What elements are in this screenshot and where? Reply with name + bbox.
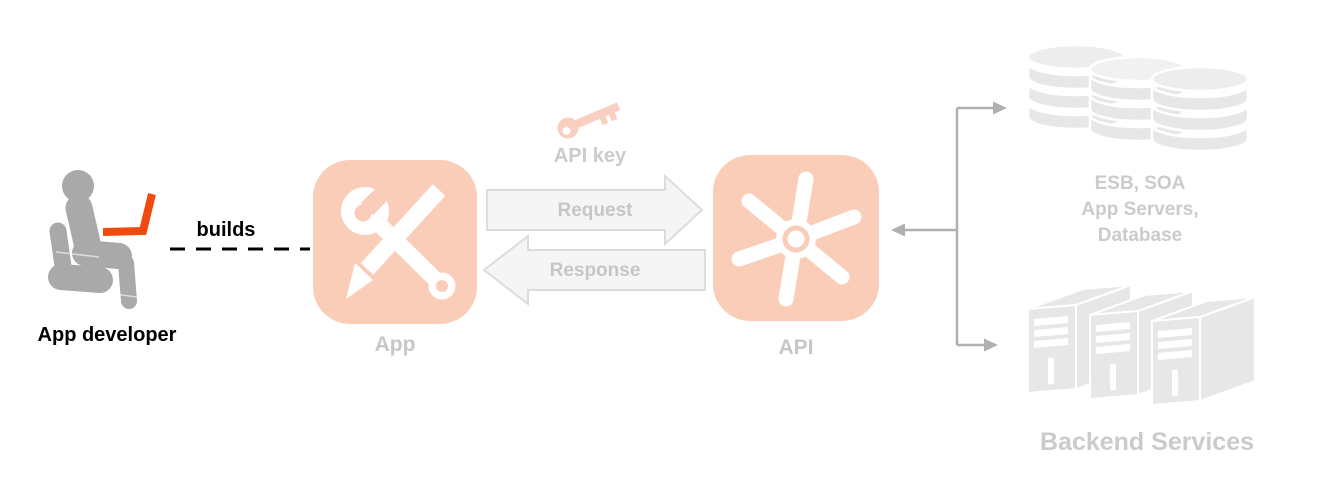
app-developer-label: App developer bbox=[37, 324, 177, 346]
app-developer-icon bbox=[48, 170, 156, 309]
backend-connectors bbox=[905, 106, 993, 347]
api-label: API bbox=[778, 336, 814, 359]
arrowhead-to-databases bbox=[993, 101, 1007, 115]
app-tools-icon bbox=[313, 160, 477, 324]
request-label: Request bbox=[557, 200, 633, 221]
response-label: Response bbox=[549, 260, 641, 281]
database-icon bbox=[1026, 43, 1250, 153]
api-key-icon bbox=[557, 102, 621, 139]
request-arrow bbox=[486, 173, 704, 247]
esb-soa-label: ESB, SOA App Servers, Database bbox=[1040, 171, 1240, 249]
builds-label: builds bbox=[196, 219, 256, 241]
arrowhead-to-api bbox=[891, 223, 905, 237]
laptop-icon bbox=[102, 193, 156, 236]
app-label: App bbox=[374, 333, 416, 356]
connector-arrowheads bbox=[891, 101, 1007, 352]
response-arrow bbox=[482, 233, 706, 307]
esb-soa-label-line2: App Servers, bbox=[1081, 199, 1199, 220]
esb-soa-label-line3: Database bbox=[1097, 225, 1183, 246]
api-key-label: API key bbox=[553, 145, 627, 167]
arrowhead-to-servers bbox=[984, 338, 998, 352]
servers-icon bbox=[1027, 283, 1256, 407]
server-tower bbox=[1151, 295, 1256, 407]
backend-services-label: Backend Services bbox=[1039, 428, 1255, 456]
esb-soa-label-line1: ESB, SOA bbox=[1094, 173, 1186, 194]
api-gear-icon bbox=[713, 155, 879, 321]
